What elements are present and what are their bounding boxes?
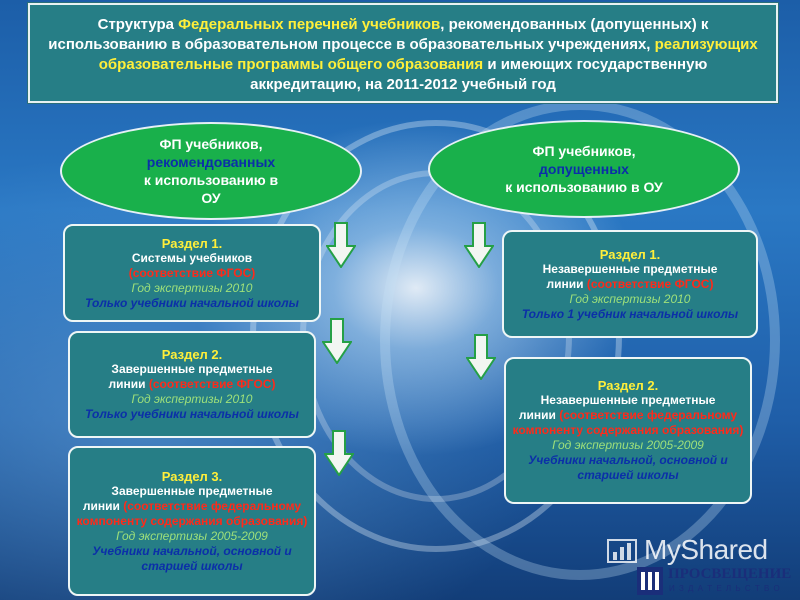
section-standard: (соответствие ФГОС) [128, 265, 256, 280]
section-line: Незавершенные предметные [542, 261, 718, 276]
section-scope: Учебники начальной, основной и старшей ш… [528, 453, 728, 482]
section-standard: (соответствие ФГОС) [148, 377, 276, 391]
section-year: Год экспертизы 2005-2009 [552, 438, 704, 452]
section-year: Год экспертизы 2010 [131, 392, 253, 406]
myshared-logo: MyShared [606, 534, 786, 570]
down-arrow-icon [322, 318, 352, 364]
section-line: Системы учебников [131, 250, 253, 265]
section-scope: Учебники начальной, основной и старшей ш… [92, 543, 292, 573]
down-arrow-icon [326, 222, 356, 268]
section-scope: Только учебники начальной школы [85, 407, 299, 421]
myshared-text: MyShared [644, 534, 768, 565]
section-year: Год экспертизы 2010 [569, 291, 691, 306]
section-year: Год экспертизы 2010 [131, 280, 253, 295]
down-arrow-icon [466, 334, 496, 380]
section-heading: Раздел 2. [161, 347, 223, 362]
title-highlight: реализующих образовательные программы об… [98, 36, 758, 73]
page-title: Структура Федеральных перечней учебников… [28, 3, 778, 103]
left-section-3: Раздел 3. Завершенные предметные линии (… [68, 446, 316, 596]
down-arrow-icon [324, 430, 354, 476]
chart-icon [607, 539, 637, 563]
section-heading: Раздел 3. [161, 468, 223, 484]
section-line: линии [518, 408, 560, 422]
oval-line-highlight: допущенных [539, 161, 629, 177]
left-section-1: Раздел 1. Системы учебников (соответстви… [63, 224, 321, 322]
oval-line: к использованию в ОУ [505, 179, 663, 195]
section-line: Незавершенные предметные [540, 393, 716, 407]
oval-line: ФП учебников, [159, 136, 263, 152]
book-emblem-icon [637, 567, 663, 595]
right-section-1: Раздел 1. Незавершенные предметные линии… [502, 230, 758, 338]
section-scope: Только 1 учебник начальной школы [521, 306, 739, 321]
oval-line: ФП учебников, [532, 143, 636, 159]
section-scope: Только учебники начальной школы [85, 295, 299, 310]
section-line: линии [108, 377, 149, 391]
section-line: линии [82, 498, 124, 513]
oval-line-highlight: рекомендованных [146, 154, 276, 170]
oval-line: ОУ [201, 190, 221, 206]
section-heading: Раздел 1. [599, 246, 661, 262]
title-highlight: Федеральных перечней учебников [178, 16, 441, 33]
section-year: Год экспертизы 2005-2009 [116, 528, 268, 543]
section-standard: (соответствие федеральному компоненту со… [512, 408, 744, 437]
publisher-subtitle: И З Д А Т Е Л Ь С Т В О [669, 584, 781, 593]
admitted-oval: ФП учебников, допущенных к использованию… [428, 120, 740, 218]
right-section-2: Раздел 2. Незавершенные предметные линии… [504, 357, 752, 504]
decorative-ring [380, 100, 780, 580]
section-heading: Раздел 1. [161, 235, 223, 251]
section-line: Завершенные предметные [111, 362, 273, 376]
prosveshchenie-logo: ПРОСВЕЩЕНИЕ И З Д А Т Е Л Ь С Т В О [636, 566, 796, 598]
section-line: линии [546, 276, 587, 291]
left-section-2: Раздел 2. Завершенные предметные линии (… [68, 331, 316, 438]
title-text: и имеющих государственную аккредитацию, … [250, 56, 708, 93]
section-standard: (соответствие ФГОС) [586, 276, 714, 291]
section-line: Завершенные предметные [111, 483, 273, 498]
recommended-oval: ФП учебников, рекомендованных к использо… [60, 122, 362, 220]
oval-line: к использованию в [143, 172, 279, 188]
section-standard: (соответствие федеральному компоненту со… [76, 498, 308, 528]
title-text: , рекомендованных (допущенных) к использ… [48, 16, 709, 53]
section-heading: Раздел 2. [597, 378, 659, 393]
publisher-name: ПРОСВЕЩЕНИЕ [668, 566, 792, 582]
title-text: Структура [97, 16, 179, 33]
down-arrow-icon [464, 222, 494, 268]
